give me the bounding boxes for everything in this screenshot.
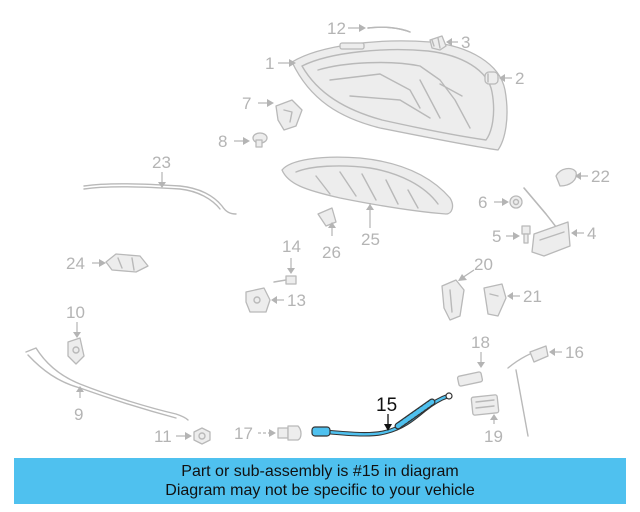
part-25-insulator[interactable] [281,156,454,215]
callout-14: 14 [282,237,301,256]
callout-12: 12 [327,19,346,38]
hood-parts-diagram: 1 12 3 2 7 8 25 [25,19,610,446]
callout-23: 23 [152,153,171,172]
callout-4: 4 [587,224,596,243]
part-13-latch[interactable] [245,287,271,313]
part-10-actuator[interactable] [67,337,85,365]
part-2-bumper-stop[interactable] [484,71,499,85]
callout-10: 10 [66,303,85,322]
part-18-seal[interactable] [456,371,484,387]
callout-13: 13 [287,291,306,310]
part-23-prop-rod[interactable] [83,182,237,215]
callout-24: 24 [66,254,85,273]
part-7-bracket[interactable] [275,99,303,131]
callout-2: 2 [515,69,524,88]
callout-19: 19 [484,427,503,446]
part-9-release-rod[interactable] [25,347,189,421]
callout-3: 3 [461,33,470,52]
part-16-support[interactable] [507,345,549,437]
callout-11: 11 [154,427,172,446]
part-26-clip[interactable] [317,207,337,227]
part-22-cap[interactable] [555,167,577,187]
part-15-release-cable[interactable] [311,392,453,437]
part-1-hood[interactable] [291,40,508,151]
callout-22: 22 [591,167,610,186]
callout-1: 1 [265,54,274,73]
callout-8: 8 [218,132,227,151]
part-20-bracket[interactable] [441,279,465,321]
part-12-weatherstrip[interactable] [367,26,411,33]
callout-20: 20 [474,255,493,274]
part-5-bolt[interactable] [521,225,531,244]
part-8-clip[interactable] [252,132,268,148]
callout-26: 26 [322,243,341,262]
callout-25: 25 [361,230,380,249]
part-4-hinge[interactable] [523,187,571,257]
part-3-bumper[interactable] [429,35,447,51]
part-6-nut[interactable] [509,195,523,209]
callout-18: 18 [471,333,490,352]
callout-15: 15 [376,395,397,416]
caption-line-2: Diagram may not be specific to your vehi… [165,482,475,499]
part-11-nut[interactable] [193,427,211,445]
callout-21: 21 [523,287,542,306]
callout-16: 16 [565,343,584,362]
part-14-bolt[interactable] [273,275,297,285]
callout-9: 9 [74,405,83,424]
part-17-grommet[interactable] [277,425,302,441]
part-21-bracket[interactable] [483,283,507,317]
callout-17: 17 [234,424,253,443]
part-19-seal[interactable] [470,394,500,416]
callout-7: 7 [242,94,251,113]
caption-line-1: Part or sub-assembly is #15 in diagram [181,463,459,480]
part-24-striker[interactable] [105,253,149,273]
info-banner: Part or sub-assembly is #15 in diagram D… [14,458,626,504]
callout-6: 6 [478,193,487,212]
callout-5: 5 [492,227,501,246]
